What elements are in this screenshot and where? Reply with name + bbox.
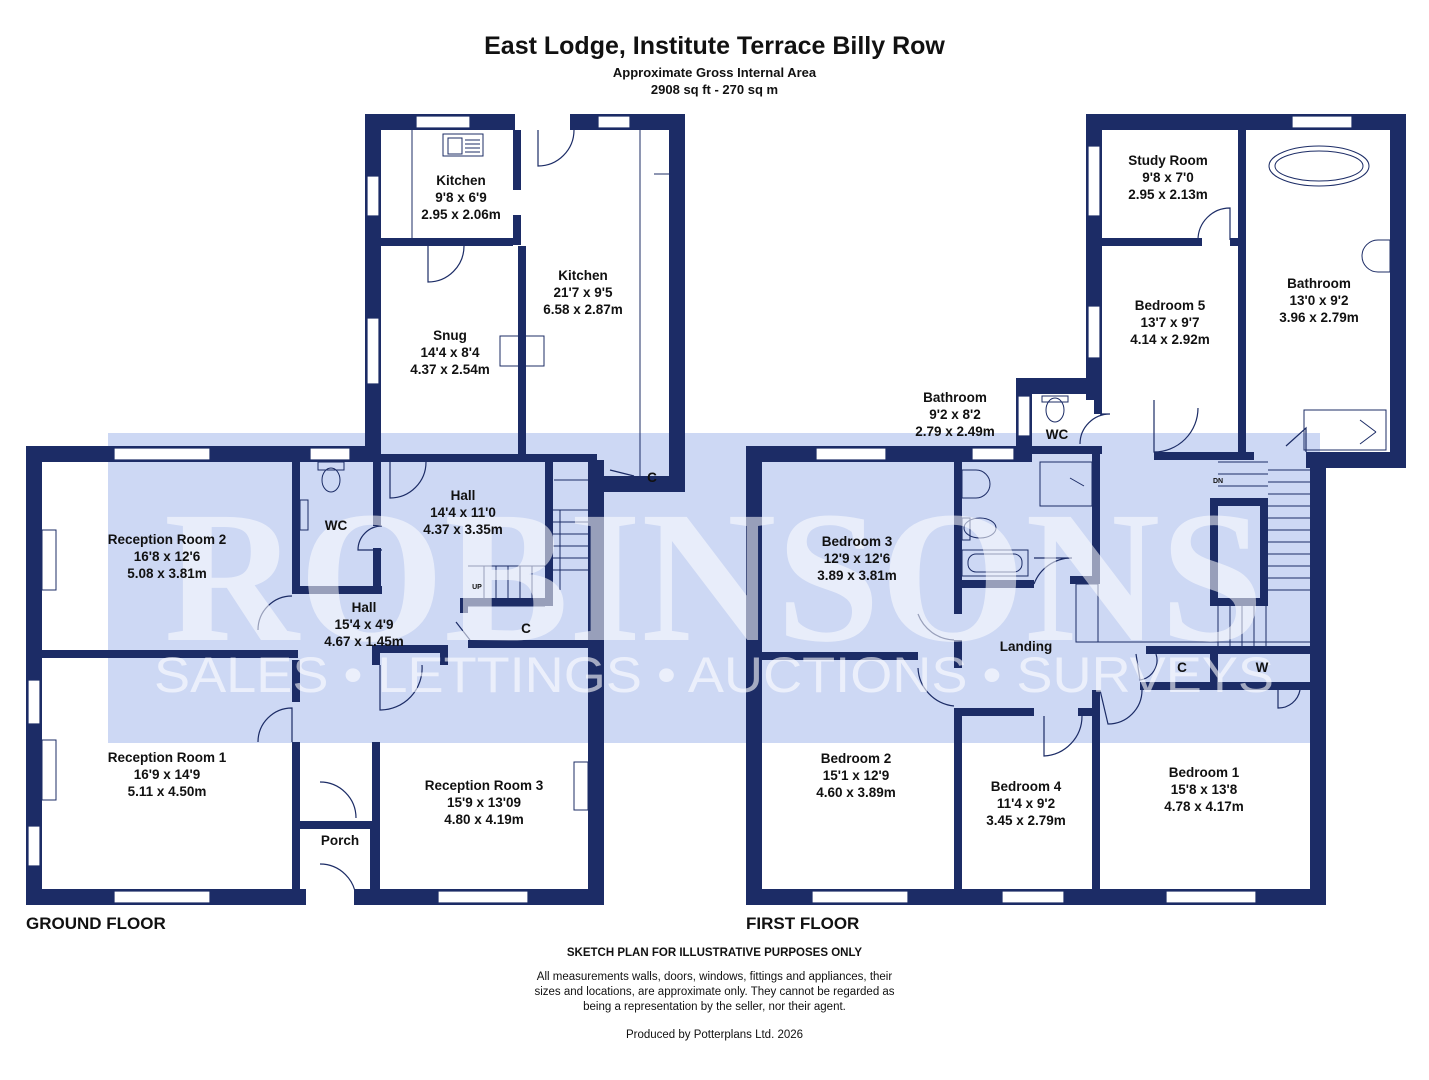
room-name: Kitchen: [558, 268, 608, 283]
disclaimer-line: All measurements walls, doors, windows, …: [536, 971, 893, 983]
first-floor-fixtures: [961, 145, 1391, 646]
room-imperial: 9'2 x 8'2: [929, 407, 980, 422]
room-metric: 2.79 x 2.49m: [915, 424, 995, 439]
ground-floor-label: GROUND FLOOR: [26, 914, 166, 933]
room-imperial: 9'8 x 6'9: [435, 190, 486, 205]
wc-label: WC: [325, 518, 348, 533]
first-floor-label: FIRST FLOOR: [746, 914, 860, 933]
room-name: Bathroom: [1287, 276, 1351, 291]
watermark: ROBINSONS SALES • LETTINGS • AUCTIONS • …: [154, 472, 1274, 703]
room-name: Reception Room 1: [108, 750, 227, 765]
room-imperial: 15'4 x 4'9: [335, 617, 394, 632]
room-name: Bedroom 2: [821, 751, 892, 766]
disclaimer-body: All measurements walls, doors, windows, …: [0, 970, 1429, 1015]
porch-label: Porch: [321, 833, 359, 848]
room-imperial: 12'9 x 12'6: [824, 551, 891, 566]
room-name: Bathroom: [923, 390, 987, 405]
room-metric: 4.37 x 2.54m: [410, 362, 490, 377]
room-imperial: 16'8 x 12'6: [134, 549, 201, 564]
room-name: Bedroom 5: [1135, 298, 1206, 313]
room-metric: 4.78 x 4.17m: [1164, 799, 1244, 814]
first-floor-doors: [917, 207, 1307, 757]
plan-subtitle: Approximate Gross Internal Area: [612, 65, 817, 80]
produced-by: Produced by Potterplans Ltd. 2026: [625, 1029, 804, 1041]
room-metric: 5.11 x 4.50m: [128, 784, 207, 799]
room-name: Reception Room 3: [425, 778, 544, 793]
room-name: Bedroom 4: [991, 779, 1062, 794]
cupboard-label: C: [521, 621, 531, 636]
ground-floor-doors: [257, 129, 635, 901]
room-name: Bedroom 3: [822, 534, 893, 549]
room-imperial: 15'9 x 13'09: [447, 795, 521, 810]
stairs-up-label: UP: [472, 584, 482, 591]
disclaimer-line: sizes and locations, are approximate onl…: [534, 986, 895, 998]
room-metric: 6.58 x 2.87m: [543, 302, 623, 317]
room-name: Study Room: [1128, 153, 1208, 168]
plan-title: East Lodge, Institute Terrace Billy Row: [484, 32, 945, 60]
room-name: Landing: [1000, 639, 1053, 654]
disclaimer-heading: SKETCH PLAN FOR ILLUSTRATIVE PURPOSES ON…: [566, 947, 863, 959]
wardrobe-label: W: [1256, 660, 1269, 675]
room-imperial: 21'7 x 9'5: [554, 285, 613, 300]
ground-floor-walls: [26, 114, 685, 905]
room-name: Kitchen: [436, 173, 486, 188]
first-floor-windows: [811, 115, 1353, 904]
room-name: Snug: [433, 328, 467, 343]
wc-label: WC: [1046, 427, 1069, 442]
room-imperial: 15'8 x 13'8: [1171, 782, 1238, 797]
room-imperial: 16'9 x 14'9: [134, 767, 200, 782]
room-metric: 4.67 x 1.45m: [324, 634, 404, 649]
disclaimer-line: being a representation by the seller, no…: [583, 1001, 846, 1013]
room-name: Bedroom 1: [1169, 765, 1240, 780]
room-metric: 3.45 x 2.79m: [986, 813, 1066, 828]
ground-floor-fixtures: [41, 130, 669, 811]
room-metric: 5.08 x 3.81m: [127, 566, 207, 581]
stairs-down-label: DN: [1213, 478, 1223, 485]
room-imperial: 15'1 x 12'9: [823, 768, 889, 783]
room-metric: 4.37 x 3.35m: [423, 522, 503, 537]
ground-floor-windows: [27, 115, 631, 904]
room-metric: 4.80 x 4.19m: [444, 812, 524, 827]
watermark-brand: ROBINSONS: [164, 472, 1264, 681]
first-floor-walls: [746, 114, 1406, 905]
room-name: Hall: [451, 488, 476, 503]
cupboard-label: C: [647, 470, 657, 485]
room-metric: 4.60 x 3.89m: [816, 785, 896, 800]
room-metric: 2.95 x 2.13m: [1128, 187, 1208, 202]
room-imperial: 9'8 x 7'0: [1142, 170, 1193, 185]
room-metric: 2.95 x 2.06m: [421, 207, 501, 222]
watermark-tagline: SALES • LETTINGS • AUCTIONS • SURVEYS: [154, 647, 1274, 703]
room-imperial: 11'4 x 9'2: [997, 796, 1055, 811]
room-name: Hall: [352, 600, 377, 615]
room-metric: 3.89 x 3.81m: [817, 568, 897, 583]
room-imperial: 13'7 x 9'7: [1141, 315, 1200, 330]
room-metric: 3.96 x 2.79m: [1279, 310, 1359, 325]
room-imperial: 14'4 x 8'4: [421, 345, 480, 360]
cupboard-label: C: [1177, 660, 1187, 675]
room-imperial: 14'4 x 11'0: [430, 505, 496, 520]
plan-area: 2908 sq ft - 270 sq m: [650, 82, 779, 97]
room-imperial: 13'0 x 9'2: [1290, 293, 1349, 308]
room-name: Reception Room 2: [108, 532, 227, 547]
ground-floor-labels: Kitchen 9'8 x 6'9 2.95 x 2.06m Kitchen 2…: [108, 173, 657, 848]
first-floor-labels: Study Room 9'8 x 7'0 2.95 x 2.13m Bathro…: [816, 153, 1359, 828]
room-metric: 4.14 x 2.92m: [1130, 332, 1210, 347]
